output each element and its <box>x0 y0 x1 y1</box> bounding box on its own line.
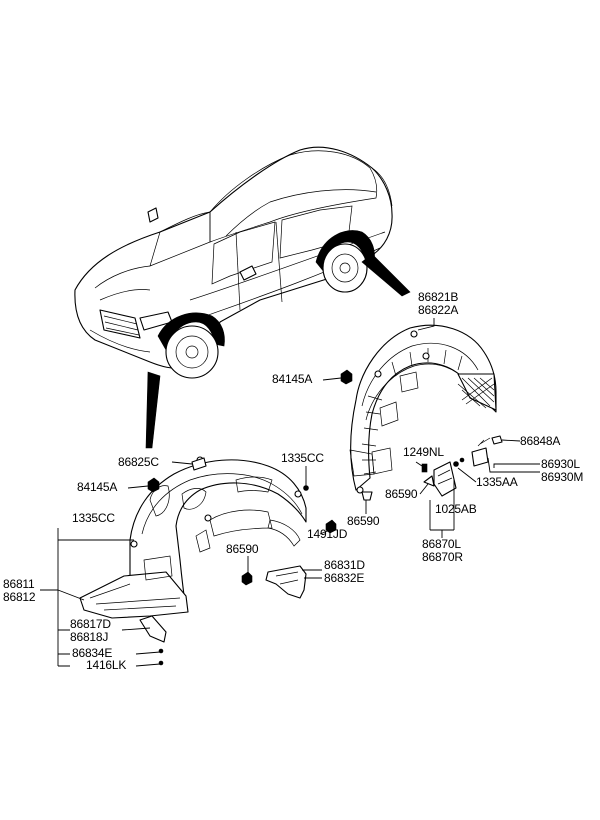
label-86870L-86870R: 86870L 86870R <box>422 538 463 564</box>
part-86831D: 86831D <box>324 558 365 572</box>
label-86930L-86930M: 86930L 86930M <box>541 458 583 484</box>
label-86811-86812: 86811 86812 <box>3 577 36 604</box>
part-86930L: 86930L <box>541 457 580 471</box>
part-86870L: 86870L <box>422 537 461 551</box>
car-illustration <box>74 146 393 379</box>
part-86818J: 86818J <box>70 630 109 644</box>
part-1335AA: 1335AA <box>476 475 518 489</box>
part-86930M: 86930M <box>541 470 584 484</box>
part-86822A: 86822A <box>418 303 459 317</box>
part-86590-rear-b: 86590 <box>347 514 380 528</box>
part-86812: 86812 <box>3 590 36 604</box>
part-1335CC-top: 1335CC <box>281 451 324 465</box>
part-84145A-left: 84145A <box>77 480 118 494</box>
part-86821B: 86821B <box>418 290 459 304</box>
part-86832E: 86832E <box>324 571 365 585</box>
part-86848A: 86848A <box>520 434 561 448</box>
part-86590-rear-a: 86590 <box>385 487 418 501</box>
rear-wheel-guard <box>349 324 497 494</box>
part-1025AB: 1025AB <box>435 502 477 516</box>
front-small-parts <box>139 457 337 666</box>
part-1491JD: 1491JD <box>307 527 348 541</box>
part-1249NL: 1249NL <box>403 445 444 459</box>
rear-small-parts <box>340 369 503 501</box>
part-86825C: 86825C <box>118 455 159 469</box>
part-84145A-top: 84145A <box>272 372 313 386</box>
label-86831D-86832E: 86831D 86832E <box>324 559 365 585</box>
part-1416LK: 1416LK <box>86 658 127 672</box>
part-86590-front: 86590 <box>226 542 259 556</box>
rear-leader-lines <box>322 318 540 538</box>
part-86834E: 86834E <box>72 646 113 660</box>
label-86817D-86818J: 86817D 86818J <box>70 618 111 644</box>
front-wheel-guard <box>79 456 307 619</box>
part-86870R: 86870R <box>422 550 463 564</box>
part-1335CC-left: 1335CC <box>72 511 115 525</box>
label-86821B-86822A: 86821B 86822A <box>418 291 458 317</box>
front-leader-lines <box>40 461 331 667</box>
front-pointer-wedge <box>145 371 161 449</box>
part-86811: 86811 <box>3 577 35 591</box>
part-86817D: 86817D <box>70 617 111 631</box>
rear-pointer-wedge <box>361 253 411 297</box>
